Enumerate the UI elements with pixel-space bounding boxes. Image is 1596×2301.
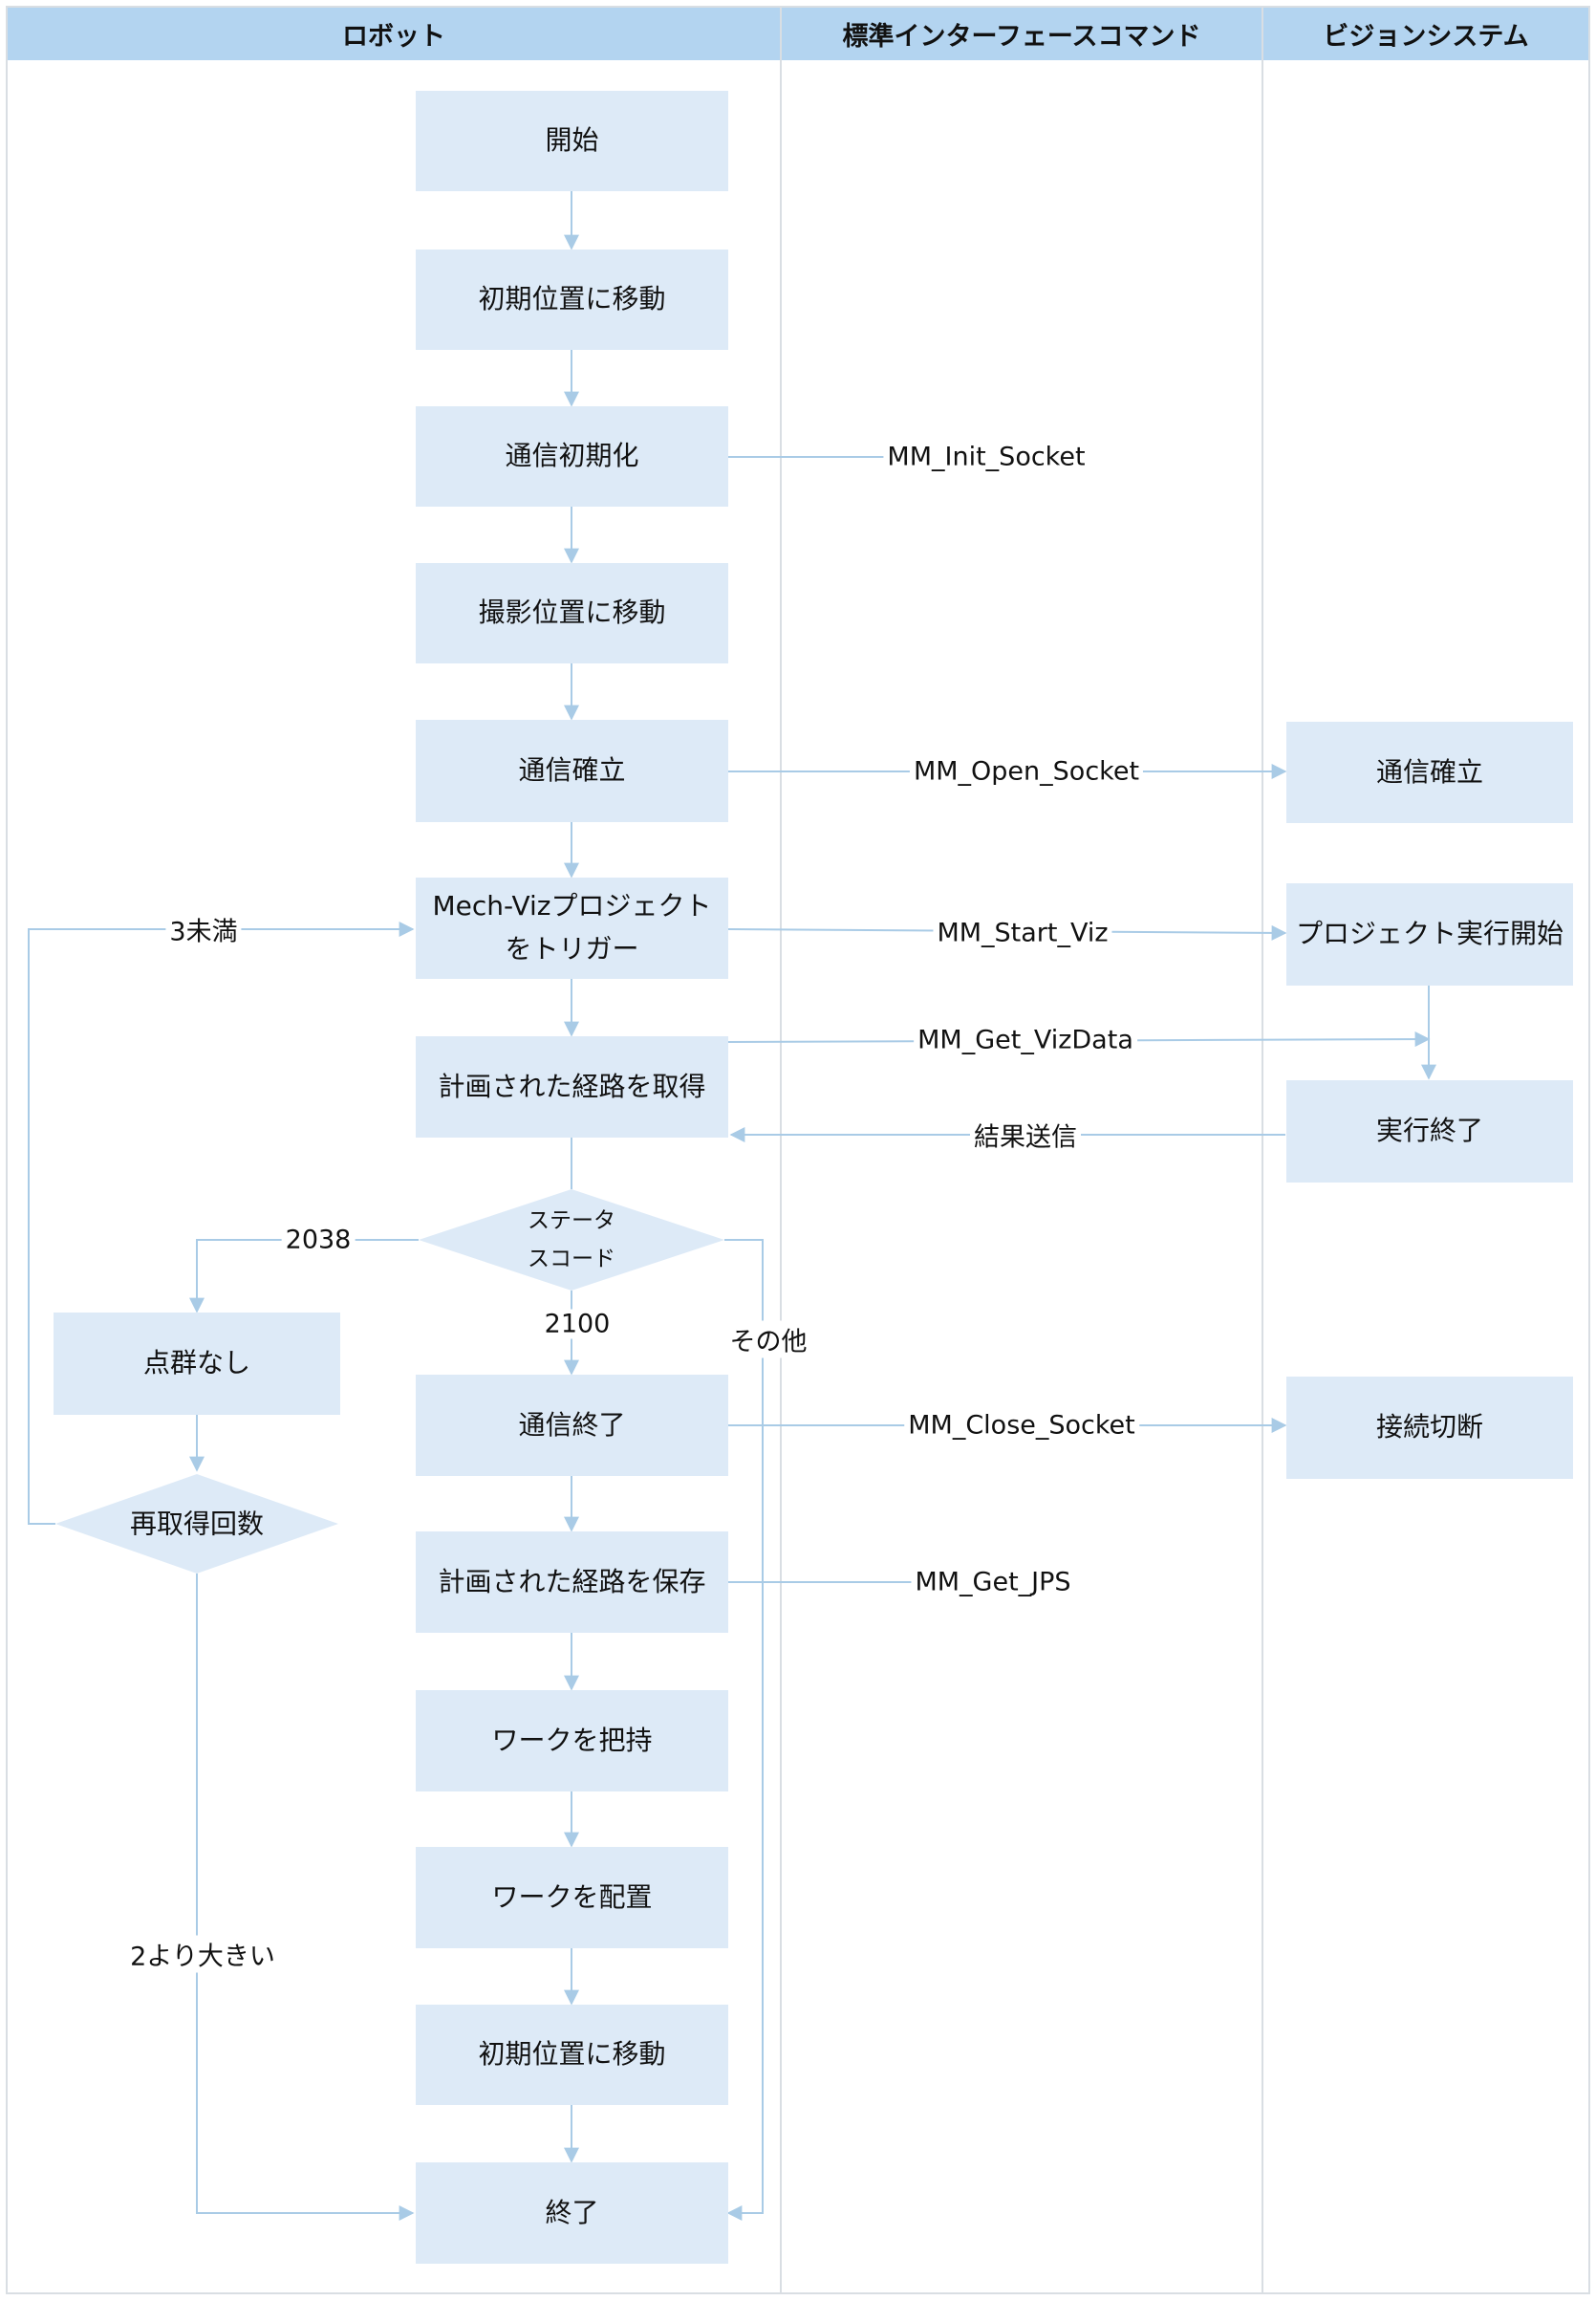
step-init-comm: 通信初期化 bbox=[416, 406, 728, 507]
arrow-retry-loop-to-trigger bbox=[28, 922, 415, 1525]
lane-header-interface: 標準インターフェースコマンド bbox=[782, 8, 1262, 60]
step-end: 終了 bbox=[416, 2162, 728, 2264]
step-trigger-project: Mech-Vizプロジェクト をトリガー bbox=[416, 878, 728, 979]
command-get-vizdata: MM_Get_VizData bbox=[914, 1025, 1137, 1055]
step-save-path: 計画された経路を保存 bbox=[416, 1531, 728, 1633]
vision-disconnect: 接続切断 bbox=[1286, 1377, 1573, 1479]
step-move-initial-return: 初期位置に移動 bbox=[416, 2005, 728, 2105]
decision-retry-count-label: 再取得回数 bbox=[129, 1508, 265, 1540]
step-move-capture: 撮影位置に移動 bbox=[416, 563, 728, 663]
lane-header-robot: ロボット bbox=[8, 8, 780, 60]
arrow-retry-to-end bbox=[196, 1574, 415, 2221]
step-establish-comm: 通信確立 bbox=[416, 720, 728, 822]
command-open-socket: MM_Open_Socket bbox=[909, 756, 1144, 787]
vision-finish: 実行終了 bbox=[1286, 1080, 1573, 1183]
vision-establish-comm: 通信確立 bbox=[1286, 722, 1573, 823]
step-place: ワークを配置 bbox=[416, 1847, 728, 1948]
step-pick: ワークを把持 bbox=[416, 1690, 728, 1791]
arrow-other-to-end bbox=[724, 1239, 764, 2221]
decision-retry-count bbox=[55, 1474, 338, 1574]
branch-label-2100: 2100 bbox=[540, 1309, 615, 1339]
step-move-initial: 初期位置に移動 bbox=[416, 250, 728, 350]
decision-status-code bbox=[419, 1189, 724, 1291]
lane-header-vision: ビジョンシステム bbox=[1263, 8, 1588, 60]
branch-label-other: その他 bbox=[725, 1320, 811, 1358]
branch-label-2038: 2038 bbox=[281, 1225, 356, 1255]
step-no-point-cloud: 点群なし bbox=[54, 1313, 340, 1415]
branch-label-greater-than-2: 2より大きい bbox=[126, 1935, 279, 1973]
command-close-socket: MM_Close_Socket bbox=[904, 1410, 1139, 1441]
command-get-jps: MM_Get_JPS bbox=[911, 1567, 1075, 1597]
lane-divider bbox=[780, 8, 782, 2292]
decision-status-code-label: ステータ スコード bbox=[528, 1207, 615, 1271]
lane-divider bbox=[1262, 8, 1263, 2292]
command-init-socket: MM_Init_Socket bbox=[883, 442, 1089, 472]
vision-start-project: プロジェクト実行開始 bbox=[1286, 883, 1573, 986]
step-get-path: 計画された経路を取得 bbox=[416, 1036, 728, 1138]
branch-label-less-than-3: 3未満 bbox=[165, 910, 242, 948]
command-send-result: 結果送信 bbox=[970, 1116, 1081, 1154]
command-start-viz: MM_Start_Viz bbox=[933, 918, 1112, 948]
step-close-comm: 通信終了 bbox=[416, 1375, 728, 1476]
step-start: 開始 bbox=[416, 91, 728, 191]
